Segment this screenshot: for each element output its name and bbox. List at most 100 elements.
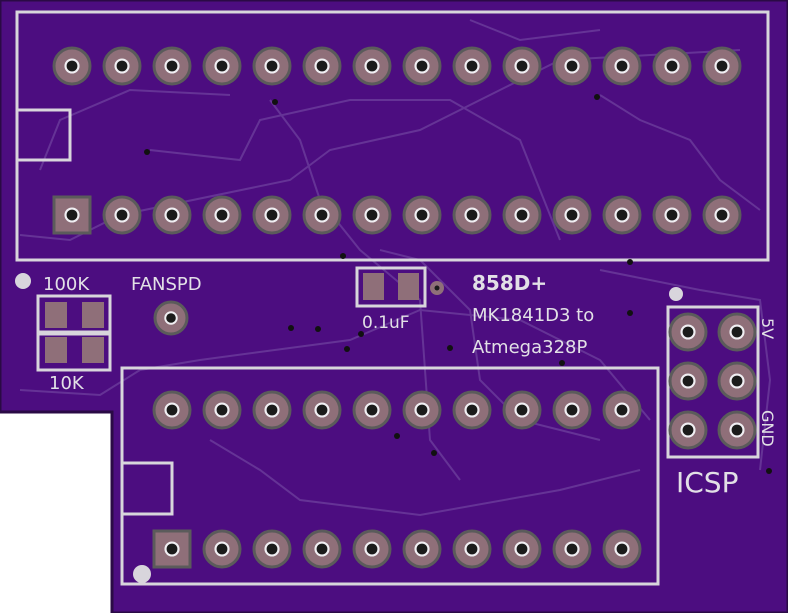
icsp-pin-3-drill — [682, 375, 694, 387]
capacitor-via-drill — [434, 285, 440, 291]
top-chip-pin-lower-8-drill — [416, 209, 428, 221]
via-14 — [431, 450, 437, 456]
top-chip-pin-lower-2-drill — [116, 209, 128, 221]
board-subtitle-line1: MK1841D3 to — [472, 305, 594, 326]
top-chip-pin-upper-10-drill — [516, 60, 528, 72]
top-chip-pin-upper-7-drill — [366, 60, 378, 72]
top-chip-pin-upper-8-drill — [416, 60, 428, 72]
bottom-chip-pin-lower-5-drill — [366, 543, 378, 555]
resistor-bottom-pad-right — [82, 337, 104, 363]
bottom-chip-pin-upper-4-drill — [316, 404, 328, 416]
icsp-pin1-dot — [669, 287, 683, 301]
via-2 — [144, 149, 150, 155]
top-chip-pin-upper-13-drill — [666, 60, 678, 72]
bottom-chip-outline — [120, 366, 660, 586]
via-12 — [559, 360, 565, 366]
top-chip-pin-upper-4-drill — [216, 60, 228, 72]
icsp-pin-2-drill — [731, 326, 743, 338]
board-subtitle-line2: Atmega328P — [472, 337, 587, 358]
top-chip-pin-lower-5-drill — [266, 209, 278, 221]
bottom-chip-pin-lower-10-drill — [616, 543, 628, 555]
bottom-chip-pin-upper-10-drill — [616, 404, 628, 416]
top-chip-pin-upper-6-drill — [316, 60, 328, 72]
top-chip-pin-lower-11-drill — [566, 209, 578, 221]
top-chip-notch — [17, 108, 72, 162]
bottom-chip-pin-lower-6-drill — [416, 543, 428, 555]
bottom-chip-pin-lower-2-drill — [216, 543, 228, 555]
bottom-chip-pin-lower-7-drill — [466, 543, 478, 555]
top-chip-pin-lower-6-drill — [316, 209, 328, 221]
top-chip-pin-upper-3-drill — [166, 60, 178, 72]
via-11 — [627, 310, 633, 316]
top-chip-pin-lower-1-drill — [66, 209, 78, 221]
capacitor-label: 0.1uF — [362, 313, 410, 333]
via-6 — [288, 325, 294, 331]
capacitor-outline — [355, 266, 427, 308]
icsp-outline — [666, 305, 760, 459]
bottom-chip-pin-upper-7-drill — [466, 404, 478, 416]
via-7 — [315, 326, 321, 332]
capacitor-pad-left — [363, 273, 384, 300]
through-hole-pads — [52, 46, 757, 569]
bottom-chip-pin-upper-9-drill — [566, 404, 578, 416]
bottom-chip-notch — [122, 461, 174, 516]
bottom-chip-pin-upper-3-drill — [266, 404, 278, 416]
top-chip-pin-lower-12-drill — [616, 209, 628, 221]
icsp-label: ICSP — [676, 466, 738, 499]
via-13 — [394, 433, 400, 439]
top-chip-pin-upper-12-drill — [616, 60, 628, 72]
vias — [144, 94, 772, 474]
bottom-chip-pin-lower-1-drill — [166, 543, 178, 555]
top-chip-pin-lower-13-drill — [666, 209, 678, 221]
bottom-chip-pin-upper-6-drill — [416, 404, 428, 416]
icsp-pin-5-drill — [682, 424, 694, 436]
fan-speed-label: FANSPD — [131, 274, 202, 295]
resistor-bottom-outline — [36, 330, 112, 372]
via-4 — [340, 253, 346, 259]
icsp-pin-1-drill — [682, 326, 694, 338]
pin1-dot — [133, 565, 151, 583]
top-chip-pin-upper-5-drill — [266, 60, 278, 72]
via-15 — [766, 468, 772, 474]
five-volt-label: 5V — [758, 318, 777, 339]
via-8 — [358, 331, 364, 337]
via-3 — [594, 94, 600, 100]
bottom-chip-pin-lower-3-drill — [266, 543, 278, 555]
top-chip-pin-lower-10-drill — [516, 209, 528, 221]
top-chip-pin-upper-2-drill — [116, 60, 128, 72]
top-chip-pin-lower-7-drill — [366, 209, 378, 221]
resistor-bottom-pad-left — [45, 337, 67, 363]
resistor-100k-label: 100K — [43, 274, 90, 295]
fan-speed-pad-drill — [166, 313, 176, 323]
top-chip-pin-lower-9-drill — [466, 209, 478, 221]
top-chip-pin-upper-1-drill — [66, 60, 78, 72]
top-chip-pin-lower-14-drill — [716, 209, 728, 221]
via-10 — [447, 345, 453, 351]
via-5 — [627, 259, 633, 265]
board-title: 858D+ — [472, 271, 547, 295]
bottom-chip-pin-lower-4-drill — [316, 543, 328, 555]
top-chip-outline — [15, 10, 770, 262]
bottom-chip-pin-upper-5-drill — [366, 404, 378, 416]
top-chip-pin-lower-4-drill — [216, 209, 228, 221]
bottom-chip-pin-lower-8-drill — [516, 543, 528, 555]
reference-dot — [15, 273, 31, 289]
via-1 — [272, 99, 278, 105]
icsp-pin-6-drill — [731, 424, 743, 436]
resistor-10k-label: 10K — [49, 373, 85, 394]
bottom-chip-pin-upper-2-drill — [216, 404, 228, 416]
top-chip-pin-lower-3-drill — [166, 209, 178, 221]
capacitor-pad-right — [398, 273, 419, 300]
resistor-top-outline — [36, 294, 112, 336]
icsp-pin-4-drill — [731, 375, 743, 387]
bottom-chip-pin-lower-9-drill — [566, 543, 578, 555]
resistor-top-pad-left — [45, 302, 67, 328]
top-chip-pin-upper-11-drill — [566, 60, 578, 72]
resistor-top-pad-right — [82, 302, 104, 328]
via-9 — [344, 346, 350, 352]
bottom-chip-pin-upper-8-drill — [516, 404, 528, 416]
bottom-chip-pin-upper-1-drill — [166, 404, 178, 416]
ground-label: GND — [758, 410, 777, 447]
top-chip-pin-upper-9-drill — [466, 60, 478, 72]
